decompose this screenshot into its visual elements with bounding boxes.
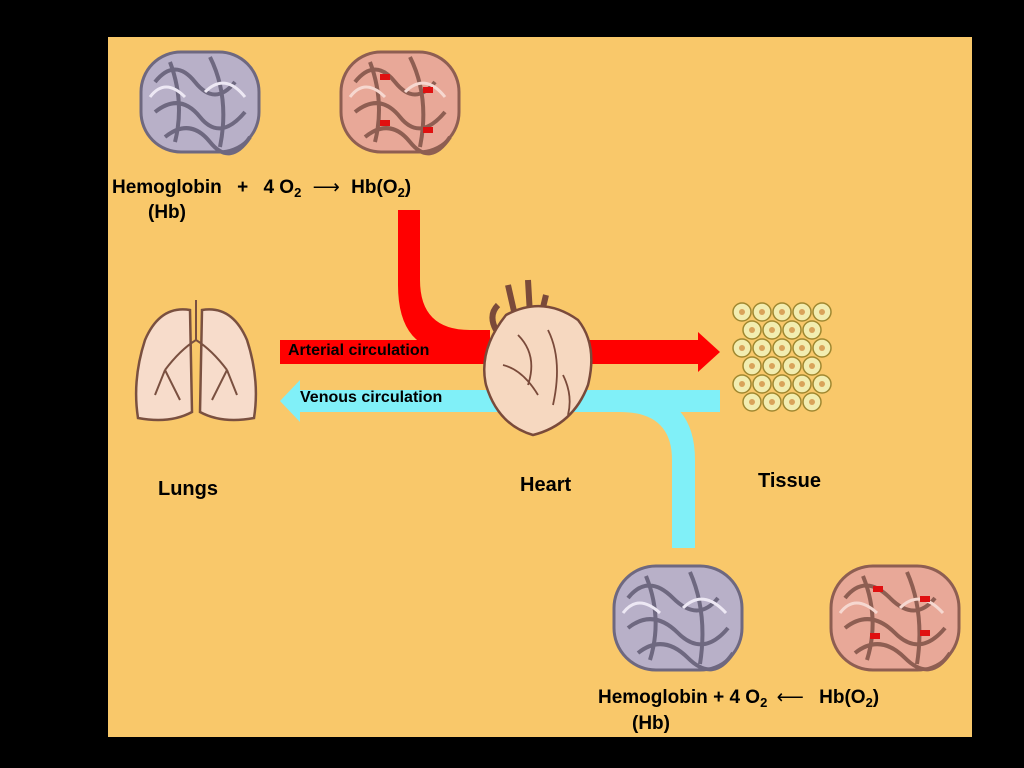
heart-label: Heart <box>520 474 572 496</box>
bottom-coef-sub: 2 <box>760 695 768 710</box>
top-reactant: Hemoglobin <box>112 177 222 198</box>
bottom-reactant: Hemoglobin <box>598 687 708 708</box>
arterial-label: Arterial circulation <box>288 342 430 359</box>
bottom-coef: 4 O <box>729 687 761 708</box>
lungs-icon <box>134 300 258 422</box>
venous-label: Venous circulation <box>300 389 443 406</box>
bottom-product: Hb(O2) <box>819 687 880 710</box>
top-abbrev: (Hb) <box>148 202 186 223</box>
venous-branch <box>620 390 695 548</box>
deoxyhemoglobin-molecule-icon <box>139 50 261 156</box>
heart-icon <box>482 279 593 437</box>
deoxyhemoglobin-molecule-icon <box>612 564 744 672</box>
top-equation: Hemoglobin + 4 O2 ⟶ Hb(O2) <box>112 176 411 200</box>
top-plus: + <box>237 177 249 198</box>
bottom-plus: + <box>713 687 725 708</box>
top-arrow: ⟶ <box>312 177 340 198</box>
tissue-cells-icon <box>732 302 832 412</box>
top-product: Hb(O2) <box>351 177 412 200</box>
oxyhemoglobin-molecule-icon <box>829 564 961 672</box>
oxyhemoglobin-molecule-icon <box>339 50 461 156</box>
tissue-label: Tissue <box>758 470 821 492</box>
arterial-branch <box>398 210 490 352</box>
bottom-abbrev: (Hb) <box>632 713 670 734</box>
bottom-arrow: ⟵ <box>776 687 804 708</box>
arterial-arrowhead <box>698 332 720 372</box>
venous-arrowhead <box>280 380 300 422</box>
bottom-equation: Hemoglobin + 4 O2 ⟵ Hb(O2) <box>598 686 879 710</box>
lungs-label: Lungs <box>158 478 218 500</box>
top-coef: 4 O <box>263 177 295 198</box>
top-coef-sub: 2 <box>294 185 302 200</box>
